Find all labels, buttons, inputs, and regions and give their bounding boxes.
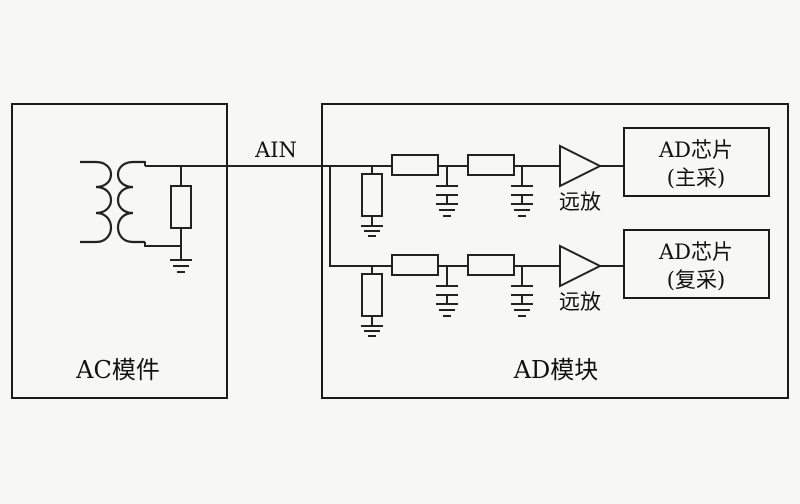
transformer-secondary-coil bbox=[117, 160, 145, 244]
ac-module-border bbox=[11, 103, 228, 399]
ground-icon bbox=[170, 259, 192, 273]
ad-chip-box bbox=[623, 229, 770, 299]
ad-chip-sublabel: (主采) bbox=[667, 166, 725, 190]
input-resistor bbox=[361, 166, 383, 237]
series-resistor bbox=[467, 154, 515, 176]
filter-capacitor bbox=[511, 166, 533, 217]
ain-label: AIN bbox=[254, 138, 297, 162]
filter-capacitor bbox=[436, 166, 458, 217]
amplifier-icon bbox=[559, 244, 603, 288]
channel-redundant: 远放 AD芯片 (复采) bbox=[361, 229, 770, 337]
ad-chip-label: AD芯片 bbox=[658, 138, 733, 162]
amplifier-label: 远放 bbox=[559, 290, 601, 314]
secondary-top-wire bbox=[133, 161, 146, 166]
filter-capacitor bbox=[511, 266, 533, 317]
ad-chip-label: AD芯片 bbox=[658, 240, 733, 264]
transformer bbox=[80, 160, 181, 247]
channel-main: 远放 AD芯片 (主采) bbox=[340, 127, 770, 237]
ad-chip-box bbox=[623, 127, 770, 197]
burden-resistor bbox=[170, 166, 192, 260]
series-resistor bbox=[391, 254, 439, 276]
ad-module-border bbox=[321, 103, 789, 399]
amplifier-label: 远放 bbox=[559, 190, 601, 214]
ad-module-label: AD模块 bbox=[513, 356, 599, 384]
series-resistor bbox=[467, 254, 515, 276]
input-resistor bbox=[361, 266, 383, 337]
filter-capacitor bbox=[436, 266, 458, 317]
amplifier-icon bbox=[559, 144, 603, 188]
secondary-bottom-wire bbox=[144, 242, 181, 247]
ad-chip-sublabel: (复采) bbox=[667, 268, 725, 292]
ad-module: AD模块 bbox=[321, 103, 789, 399]
branch-wire bbox=[329, 166, 372, 267]
series-resistor bbox=[391, 154, 439, 176]
ac-module-label: AC模件 bbox=[75, 356, 160, 384]
ac-module: AC模件 bbox=[11, 103, 228, 399]
transformer-primary-coil bbox=[80, 160, 112, 244]
